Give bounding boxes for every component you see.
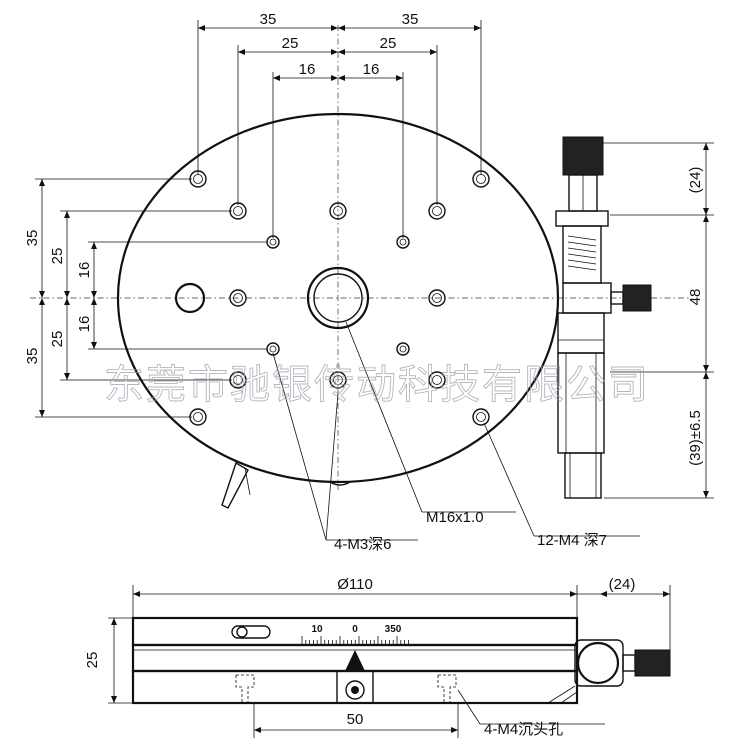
dim-top-35-right: 35 [402, 11, 419, 28]
scale-label-10: 10 [311, 624, 323, 635]
callouts: 4-M3深6 M16x1.0 12-M4 深7 [272, 321, 640, 553]
dim-top-25-left: 25 [282, 35, 299, 52]
left-dimensions: 35 25 16 16 25 35 [24, 178, 268, 418]
callout-m3: 4-M3深6 [334, 536, 392, 553]
dim-diameter: Ø110 [337, 576, 373, 593]
angle-scale: 10 0 350 [300, 624, 410, 646]
dim-top-35-left: 35 [260, 11, 277, 28]
right-dimensions: (24) 48 (39)±6.5 [603, 142, 714, 499]
watermark-text: 东莞市驰银传动科技有限公司 [104, 362, 650, 408]
center-bore [306, 266, 370, 330]
dim-left-35-bottom: 35 [24, 348, 41, 365]
counterbore-holes [235, 674, 457, 703]
dim-height-25: 25 [84, 652, 101, 669]
dim-top-16-left: 16 [299, 61, 316, 78]
dim-knob-24: (24) [609, 576, 636, 593]
side-view: Ø110 (24) 25 10 0 350 [84, 576, 671, 738]
lock-lever [221, 461, 351, 509]
dim-left-25-bottom: 25 [49, 331, 66, 348]
center-bore-inner [313, 273, 363, 323]
scale-label-350: 350 [385, 624, 402, 635]
lock-slot [231, 625, 271, 639]
dim-base-50: 50 [347, 711, 364, 728]
top-view: 35 25 16 16 25 35 35 25 16 16 25 3 [24, 11, 714, 553]
top-dimensions: 35 25 16 16 25 35 [197, 11, 482, 238]
micrometer-assembly [555, 136, 652, 499]
side-hole [174, 282, 206, 314]
callout-m16: M16x1.0 [426, 509, 484, 526]
dim-right-24: (24) [687, 167, 704, 194]
side-micrometer [547, 639, 671, 704]
dim-right-48: 48 [687, 289, 704, 306]
callout-counterbore: 4-M4沉头孔 [484, 721, 563, 738]
dim-top-25-right: 25 [380, 35, 397, 52]
dim-left-16-bottom: 16 [76, 316, 93, 333]
dim-right-39: (39)±6.5 [687, 410, 704, 466]
micrometer-knob-side [622, 284, 652, 312]
dim-top-16-right: 16 [363, 61, 380, 78]
scale-label-0: 0 [352, 624, 358, 635]
dim-left-35-top: 35 [24, 230, 41, 247]
callout-m4: 12-M4 深7 [537, 532, 607, 549]
dim-left-16-top: 16 [76, 262, 93, 279]
dim-left-25-top: 25 [49, 248, 66, 265]
index-pointer [345, 650, 365, 671]
micrometer-knob-top [562, 136, 604, 176]
